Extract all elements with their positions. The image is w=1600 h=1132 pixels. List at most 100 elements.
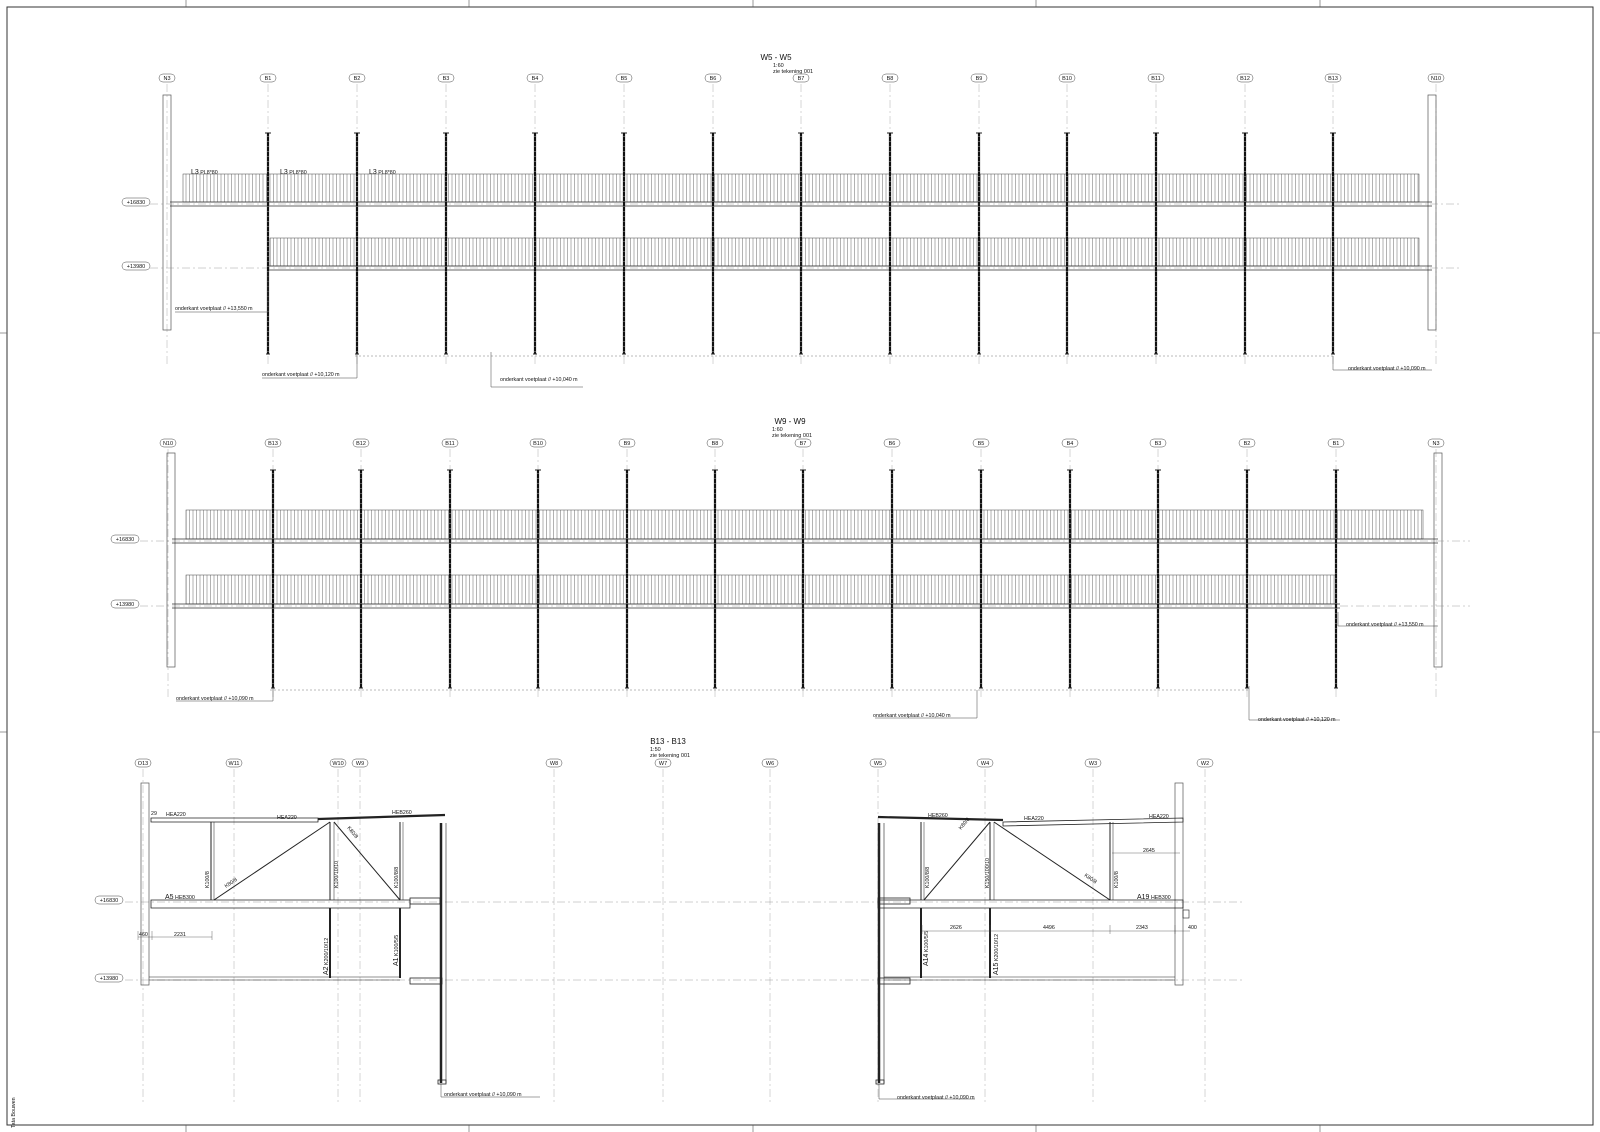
level-markers: +16830 +13980 <box>110 534 1470 609</box>
grid-label: W6 <box>766 761 774 767</box>
grid-label: W2 <box>1201 761 1209 767</box>
member-label: A15 K200/10/12 <box>993 934 1000 975</box>
note: onderkant voetplaat // +10,120 m <box>262 372 340 378</box>
grid-label: N10 <box>163 441 173 447</box>
view-reference: zie tekening 001 <box>650 753 690 759</box>
view-title: W9 - W9 <box>774 417 806 426</box>
grid-label: W4 <box>981 761 989 767</box>
grid-label: B1 <box>1333 441 1340 447</box>
grid-label: B10 <box>533 441 543 447</box>
grid-bubble <box>883 438 901 448</box>
member-label: HEB260 <box>392 810 412 816</box>
grid-label: B13 <box>268 441 278 447</box>
grid-label: W9 <box>356 761 364 767</box>
dimension: 2626 <box>950 925 962 931</box>
grid-bubble <box>1427 438 1445 448</box>
dimension: 29 <box>151 811 157 817</box>
grid-bubble <box>654 758 672 768</box>
grid-label: B3 <box>443 76 450 82</box>
grid-bubble <box>526 73 544 83</box>
grid-bubble <box>970 73 988 83</box>
grid-bubble <box>1061 438 1079 448</box>
member-label: K100/8 <box>1114 871 1120 888</box>
level-markers: +16830 +13980 <box>121 197 1460 271</box>
grid-bubble <box>972 438 990 448</box>
grid-bubble <box>441 438 459 448</box>
level-label: +16830 <box>116 537 135 543</box>
grid-label: N3 <box>163 76 170 82</box>
note: onderkant voetplaat // +13,550 m <box>175 306 253 312</box>
view-scale: 1:50 <box>650 747 661 753</box>
dimension-lines <box>137 852 1190 940</box>
member-label: A5 HEB300 <box>165 894 195 901</box>
columns <box>265 132 1336 355</box>
grid-label: B8 <box>887 76 894 82</box>
grid-bubble <box>158 73 176 83</box>
note: onderkant voetplaat // +10,040 m <box>873 713 951 719</box>
grid-bubble <box>1236 73 1254 83</box>
grid-bubble <box>348 73 366 83</box>
grid-label: B5 <box>978 441 985 447</box>
view-title: W5 - W5 <box>760 53 792 62</box>
grid-label: B10 <box>1062 76 1072 82</box>
grid-bubble <box>1238 438 1256 448</box>
note: onderkant voetplaat // +10,090 m <box>444 1092 522 1098</box>
dimension: 4496 <box>1043 925 1055 931</box>
grid-bubble <box>1196 758 1214 768</box>
grid-bubble <box>352 438 370 448</box>
grid-bubble <box>1324 73 1342 83</box>
note: onderkant voetplaat // +10,090 m <box>1348 366 1426 372</box>
grid-label: B6 <box>710 76 717 82</box>
note: onderkant voetplaat // +10,040 m <box>500 377 578 383</box>
grid-bubble <box>1084 758 1102 768</box>
view-scale: 1:60 <box>773 63 784 69</box>
view-title: B13 - B13 <box>650 737 686 746</box>
end-panel-left <box>166 452 176 668</box>
notes <box>440 1084 975 1100</box>
view-scale: 1:60 <box>772 427 783 433</box>
grid-bubble <box>259 73 277 83</box>
facade-band-lower <box>269 237 1420 267</box>
view-reference: zie tekening 001 <box>772 433 812 439</box>
grid-label: W7 <box>659 761 667 767</box>
right-frame <box>875 782 1190 1085</box>
dimension: 400 <box>1188 925 1197 931</box>
dimension: 2645 <box>1143 848 1155 854</box>
grid-bubble <box>706 438 724 448</box>
grid-label: B6 <box>889 441 896 447</box>
grid-label: B9 <box>976 76 983 82</box>
grid-bubble <box>545 758 563 768</box>
grid-label: N10 <box>1431 76 1441 82</box>
member-label: K150/100/10 <box>985 858 991 888</box>
dimension: 2343 <box>1136 925 1148 931</box>
member-label: HEA220 <box>166 812 186 818</box>
grid-label: B2 <box>1244 441 1251 447</box>
grid-label: W10 <box>332 761 343 767</box>
grid-bubble <box>225 758 243 768</box>
member-label: L3 PL8*80 <box>369 169 396 176</box>
member-label: K80/8 <box>224 877 239 890</box>
grid-label: B12 <box>356 441 366 447</box>
grid-bubble <box>1427 73 1445 83</box>
grid-label: B4 <box>1067 441 1074 447</box>
grid-label: B11 <box>445 441 454 447</box>
level-label: +16830 <box>127 200 146 206</box>
grid-label: B4 <box>532 76 539 82</box>
left-frame <box>140 782 447 1085</box>
grid-label: N3 <box>1432 441 1439 447</box>
grid-bubble <box>1147 73 1165 83</box>
member-label: L3 PL8*80 <box>280 169 307 176</box>
grid-label: B11 <box>1151 76 1160 82</box>
member-label: A2 K200/10/12 <box>323 938 330 975</box>
grid-label: O13 <box>138 761 148 767</box>
level-label: +16830 <box>100 898 119 904</box>
grid-bubble <box>618 438 636 448</box>
grid-bubble <box>134 758 152 768</box>
grid-label: B7 <box>798 76 805 82</box>
grid-label: B13 <box>1328 76 1338 82</box>
note: onderkant voetplaat // +10,090 m <box>176 696 254 702</box>
member-label: L3 PL8*80 <box>191 169 218 176</box>
